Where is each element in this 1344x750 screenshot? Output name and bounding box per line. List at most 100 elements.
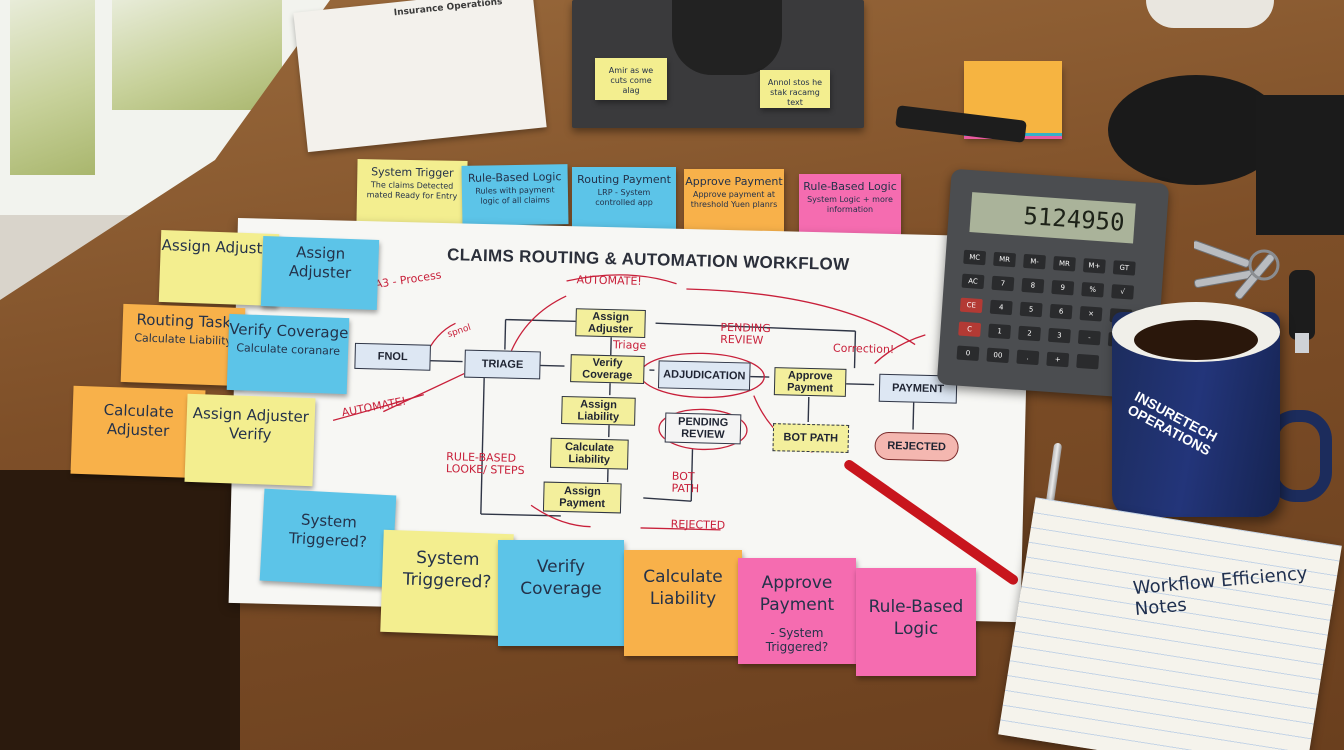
calculator-key[interactable]: 3 — [1047, 327, 1071, 344]
window-pane — [10, 0, 95, 175]
node-verify-coverage: Verify Coverage — [570, 354, 645, 384]
annotation-rejected: REJECTED — [670, 517, 726, 532]
calculator-key[interactable]: + — [1046, 351, 1070, 368]
note-title: Routing Payment — [577, 173, 671, 186]
annotation-correction: Correction! — [832, 341, 895, 357]
note-text: Calculate coranare — [236, 341, 341, 358]
note-title: System Triggered? — [288, 510, 368, 552]
monitor-note: Annol stos he stak racamg text — [760, 70, 830, 108]
annotation-pending-review: PENDING REVIEW — [720, 320, 771, 347]
calculator-key[interactable]: 7 — [991, 275, 1015, 292]
binder-title: Insurance Operations — [393, 0, 503, 19]
note-title: Assign Adjuster — [161, 235, 279, 259]
calculator-key[interactable] — [1076, 353, 1100, 370]
calculator-key[interactable]: 00 — [986, 347, 1010, 364]
note-title: Calculate Liability — [643, 567, 723, 609]
workflow-diagram-paper: CLAIMS ROUTING & AUTOMATION WORKFLOW FNO… — [228, 218, 1030, 623]
calculator-key[interactable]: M- — [1023, 253, 1046, 270]
calculator-key[interactable]: 1 — [988, 323, 1012, 340]
calculator-key[interactable]: √ — [1111, 284, 1135, 300]
node-rejected: REJECTED — [874, 431, 959, 462]
annotation-rule-based: RULE-BASED LOOKE/ STEPS — [445, 450, 525, 478]
monitor-note-text: Annol stos he stak racamg text — [767, 78, 823, 107]
calculator-key[interactable]: 6 — [1049, 303, 1073, 320]
monitor-stand — [672, 0, 782, 75]
calculator-display: 5124950 — [969, 192, 1136, 244]
node-assign-payment: Assign Payment — [542, 481, 622, 514]
desk-shadow — [0, 470, 240, 750]
coffee — [1134, 320, 1258, 360]
monitor-note: Amir as we cuts come alag — [595, 58, 667, 100]
note-title: Assign Adjuster Verify — [192, 403, 310, 444]
annotation-triage: Triage — [612, 338, 647, 353]
calculator-key[interactable]: 5 — [1019, 301, 1043, 318]
calculator-key[interactable]: × — [1079, 305, 1103, 322]
note-title: Rule-Based Logic — [868, 597, 964, 639]
sticky-note: Calculate Liability — [624, 550, 742, 656]
mug-text: INSURETECH OPERATIONS — [1125, 388, 1221, 459]
node-calculate-liability: Calculate Liability — [549, 437, 629, 470]
calculator-key[interactable]: MC — [963, 249, 987, 266]
note-title: System Triggered? — [402, 547, 492, 593]
note-text: Approve payment at threshold Yuen planrs — [690, 190, 778, 209]
node-adjudication: ADJUDICATION — [657, 360, 751, 391]
calculator-key[interactable]: CE — [959, 297, 983, 314]
note-text: The claims Detected mated Ready for Entr… — [366, 180, 458, 201]
note-title: Routing Task — [136, 310, 232, 332]
note-title: Verify Coverage — [520, 557, 602, 599]
notebook-text: Workflow Efficiency Notes — [1132, 562, 1309, 620]
sticky-note: Assign Adjuster Verify — [184, 393, 316, 487]
sticky-note: Approve Payment - System Triggered? — [738, 558, 856, 664]
sticky-note: Rule-Based Logic — [856, 568, 976, 676]
note-title: Rule-Based Logic — [803, 180, 897, 193]
diagram-connectors — [332, 274, 926, 531]
window-pane — [112, 0, 282, 110]
calculator-key[interactable]: AC — [961, 273, 985, 290]
coffee-mug: INSURETECH OPERATIONS — [1112, 302, 1280, 517]
note-text: Calculate Liability — [134, 331, 233, 348]
calculator-key[interactable]: 2 — [1018, 325, 1041, 342]
node-triage: TRIAGE — [464, 349, 541, 380]
note-title: Rule-Based Logic — [467, 170, 562, 185]
calculator-key[interactable]: GT — [1112, 260, 1136, 276]
calculator-key[interactable]: C — [958, 321, 982, 338]
desk-tray — [1256, 95, 1344, 235]
node-assign-liability: Assign Liability — [561, 395, 636, 426]
annotation-automate: AUTOMATE! — [576, 273, 642, 288]
node-approve-payment: Approve Payment — [773, 367, 847, 397]
calculator-key[interactable]: MR — [1052, 255, 1076, 272]
node-assign-adjuster: Assign Adjuster — [575, 308, 646, 338]
sticky-note: System Triggered? — [380, 529, 514, 637]
keyring — [1194, 240, 1315, 353]
note-title: Assign Adjuster — [288, 243, 352, 283]
note-title: Calculate Adjuster — [103, 400, 175, 441]
calculator-key[interactable]: . — [1016, 349, 1040, 366]
calculator-key[interactable]: 8 — [1021, 277, 1045, 294]
note-text: Rules with payment logic of all claims — [475, 185, 555, 206]
node-bot-path: BOT PATH — [772, 423, 850, 453]
calculator-key[interactable]: % — [1081, 282, 1105, 298]
calculator-key[interactable]: - — [1077, 329, 1101, 346]
calculator-key[interactable]: 9 — [1051, 279, 1075, 296]
sticky-note: System Triggered? — [259, 488, 397, 588]
note-text: - System Triggered? — [765, 626, 829, 654]
calculator-key[interactable]: 0 — [956, 345, 980, 361]
calculator-key[interactable]: 4 — [989, 299, 1013, 316]
note-title: Verify Coverage — [228, 319, 349, 343]
node-fnol: FNOL — [354, 342, 431, 371]
note-title: Approve Payment — [759, 573, 835, 615]
calculator-key[interactable]: MR — [993, 251, 1017, 268]
sticky-note: Assign Adjuster — [260, 235, 380, 311]
lamp-base — [1108, 75, 1284, 185]
calculator-key[interactable]: M+ — [1082, 258, 1106, 274]
binder: Insurance Operations — [293, 0, 547, 153]
annotation-bot-path: BOT PATH — [671, 469, 700, 496]
lamp-shade — [1146, 0, 1274, 28]
note-title: Approve Payment — [685, 175, 783, 188]
